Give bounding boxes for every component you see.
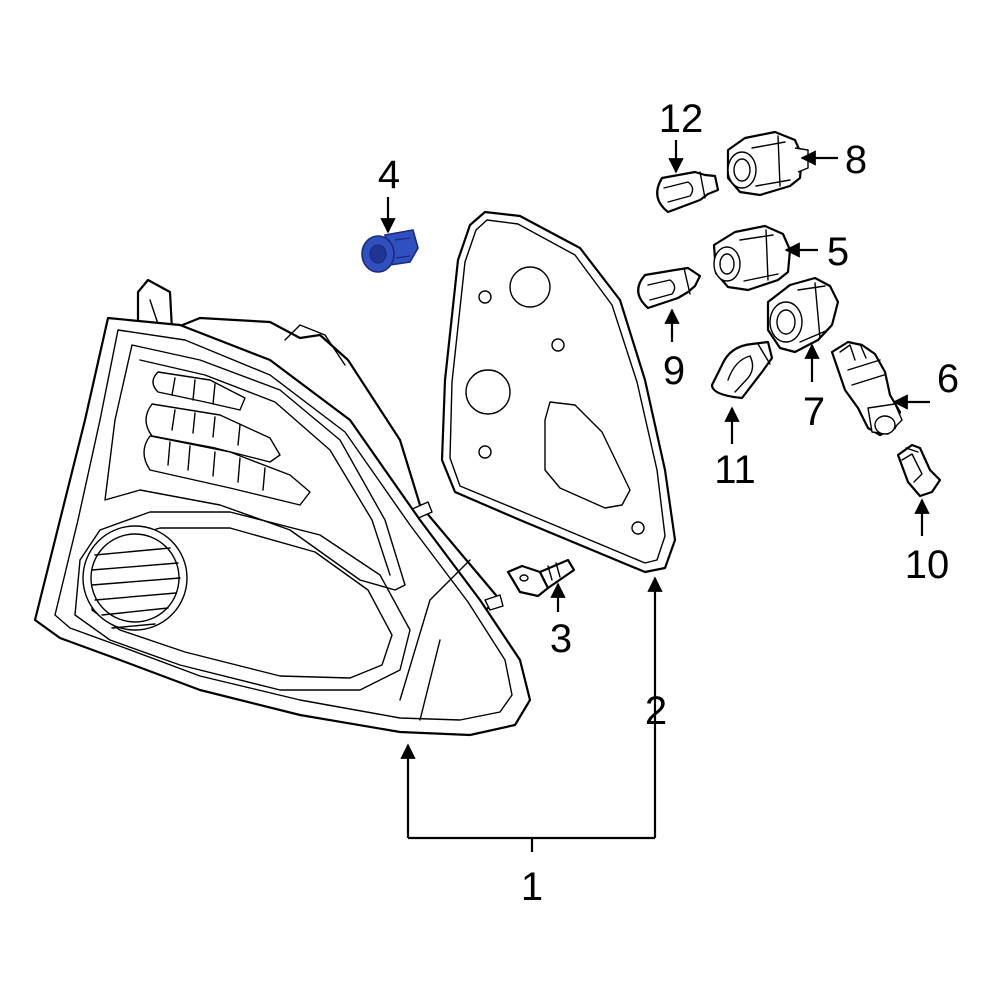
- leader-lines: [380, 140, 930, 852]
- callout-4: 4: [378, 153, 400, 197]
- bulb-11[interactable]: [710, 340, 774, 400]
- callout-3: 3: [550, 617, 572, 661]
- nut-highlighted[interactable]: [361, 229, 419, 273]
- callout-6: 6: [937, 357, 959, 401]
- callout-7: 7: [803, 390, 825, 434]
- screw[interactable]: [506, 558, 576, 598]
- socket-5[interactable]: [712, 224, 792, 292]
- bulb-10[interactable]: [896, 443, 942, 498]
- callout-2: 2: [645, 689, 667, 733]
- callout-8: 8: [845, 138, 867, 182]
- callout-1: 1: [521, 865, 543, 909]
- socket-7[interactable]: [766, 276, 840, 354]
- callout-12: 12: [659, 97, 704, 141]
- callout-11: 11: [714, 448, 756, 492]
- bulb-9[interactable]: [637, 266, 702, 310]
- callout-labels: 1 2 3 4 5 6 7 8 9 10 11 12: [378, 97, 959, 909]
- lamp-gasket[interactable]: [440, 210, 677, 574]
- callout-9: 9: [663, 349, 685, 393]
- socket-6[interactable]: [830, 340, 903, 437]
- socket-8[interactable]: [726, 130, 809, 197]
- tail-lamp-assembly[interactable]: [33, 278, 532, 737]
- callout-5: 5: [827, 230, 849, 274]
- bulb-12[interactable]: [656, 170, 720, 214]
- callout-10: 10: [905, 543, 950, 587]
